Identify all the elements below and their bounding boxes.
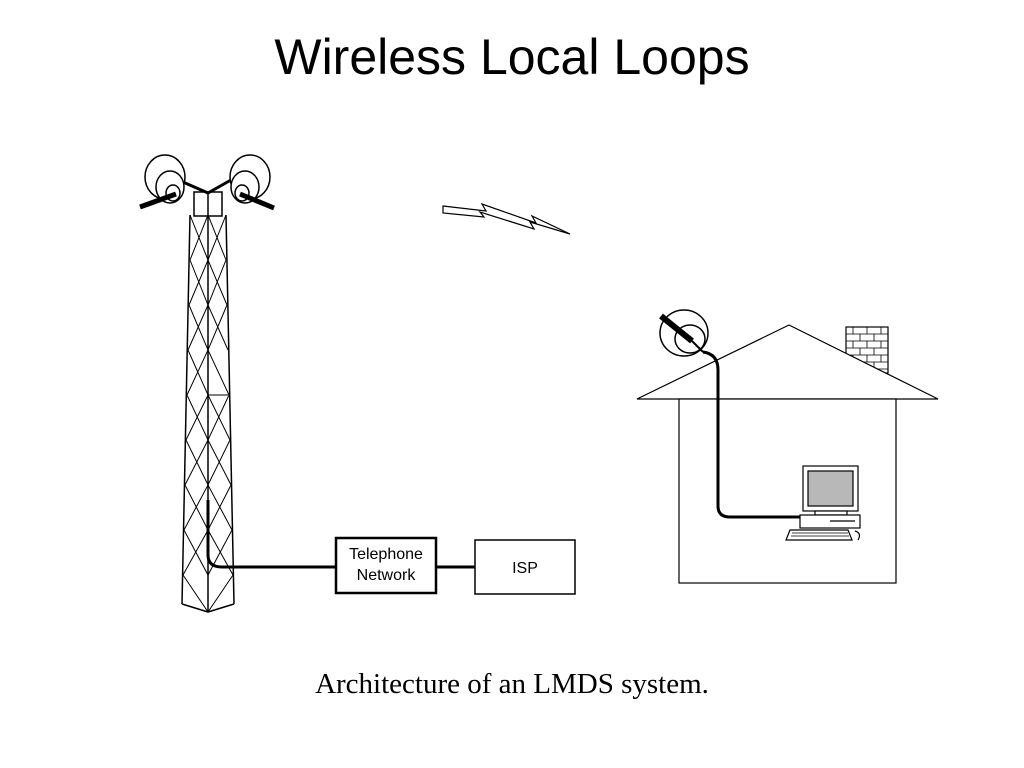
tower [181, 191, 235, 613]
house-dish-icon [659, 309, 709, 357]
radio-link-icon [442, 202, 571, 235]
computer-icon [785, 465, 861, 541]
isp-box: ISP [474, 539, 576, 595]
telephone-network-box: Telephone Network [334, 536, 438, 595]
house [636, 324, 939, 584]
slide-title: Wireless Local Loops [274, 29, 750, 85]
tower-dish-right-icon [207, 154, 275, 211]
telephone-network-label-line2: Network [357, 567, 417, 584]
telephone-network-label-line1: Telephone [349, 546, 423, 563]
tower-dish-left-icon [139, 154, 209, 210]
cable-dish-computer [702, 350, 812, 519]
cable-tower-telephone [206, 500, 336, 569]
figure-caption: Architecture of an LMDS system. [315, 668, 709, 700]
isp-label: ISP [512, 560, 538, 577]
